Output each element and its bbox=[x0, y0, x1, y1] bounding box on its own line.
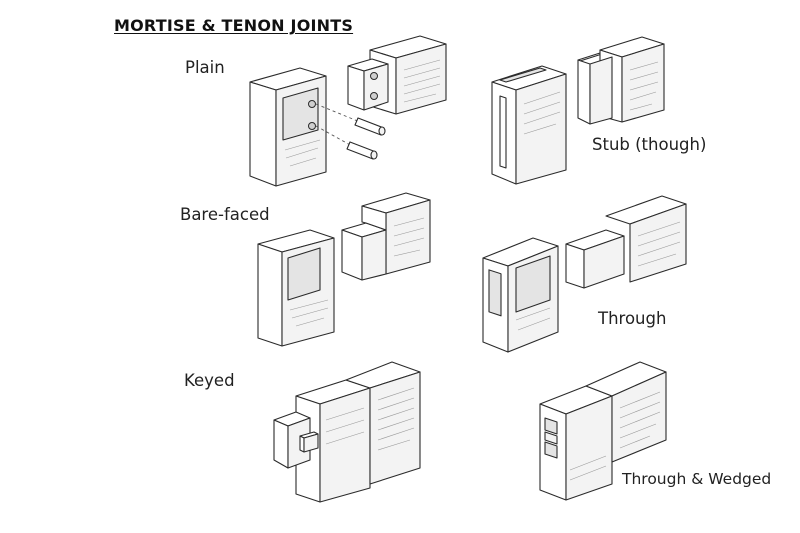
joint-label-bare-faced: Bare-faced bbox=[180, 205, 270, 224]
stub-joint-icon bbox=[491, 36, 665, 185]
through-joint-icon bbox=[482, 195, 687, 353]
joint-label-plain: Plain bbox=[185, 58, 225, 77]
joint-label-stub: Stub (though) bbox=[592, 135, 707, 154]
bare-faced-joint-icon bbox=[257, 192, 431, 347]
plain-joint-icon bbox=[249, 35, 447, 187]
joint-label-through: Through bbox=[598, 309, 667, 328]
joint-label-keyed: Keyed bbox=[184, 371, 235, 390]
keyed-joint-icon bbox=[273, 361, 421, 503]
through-wedged-joint-icon bbox=[539, 361, 667, 501]
joint-label-through-wedged: Through & Wedged bbox=[622, 470, 772, 488]
page-title: MORTISE & TENON JOINTS bbox=[114, 16, 354, 35]
